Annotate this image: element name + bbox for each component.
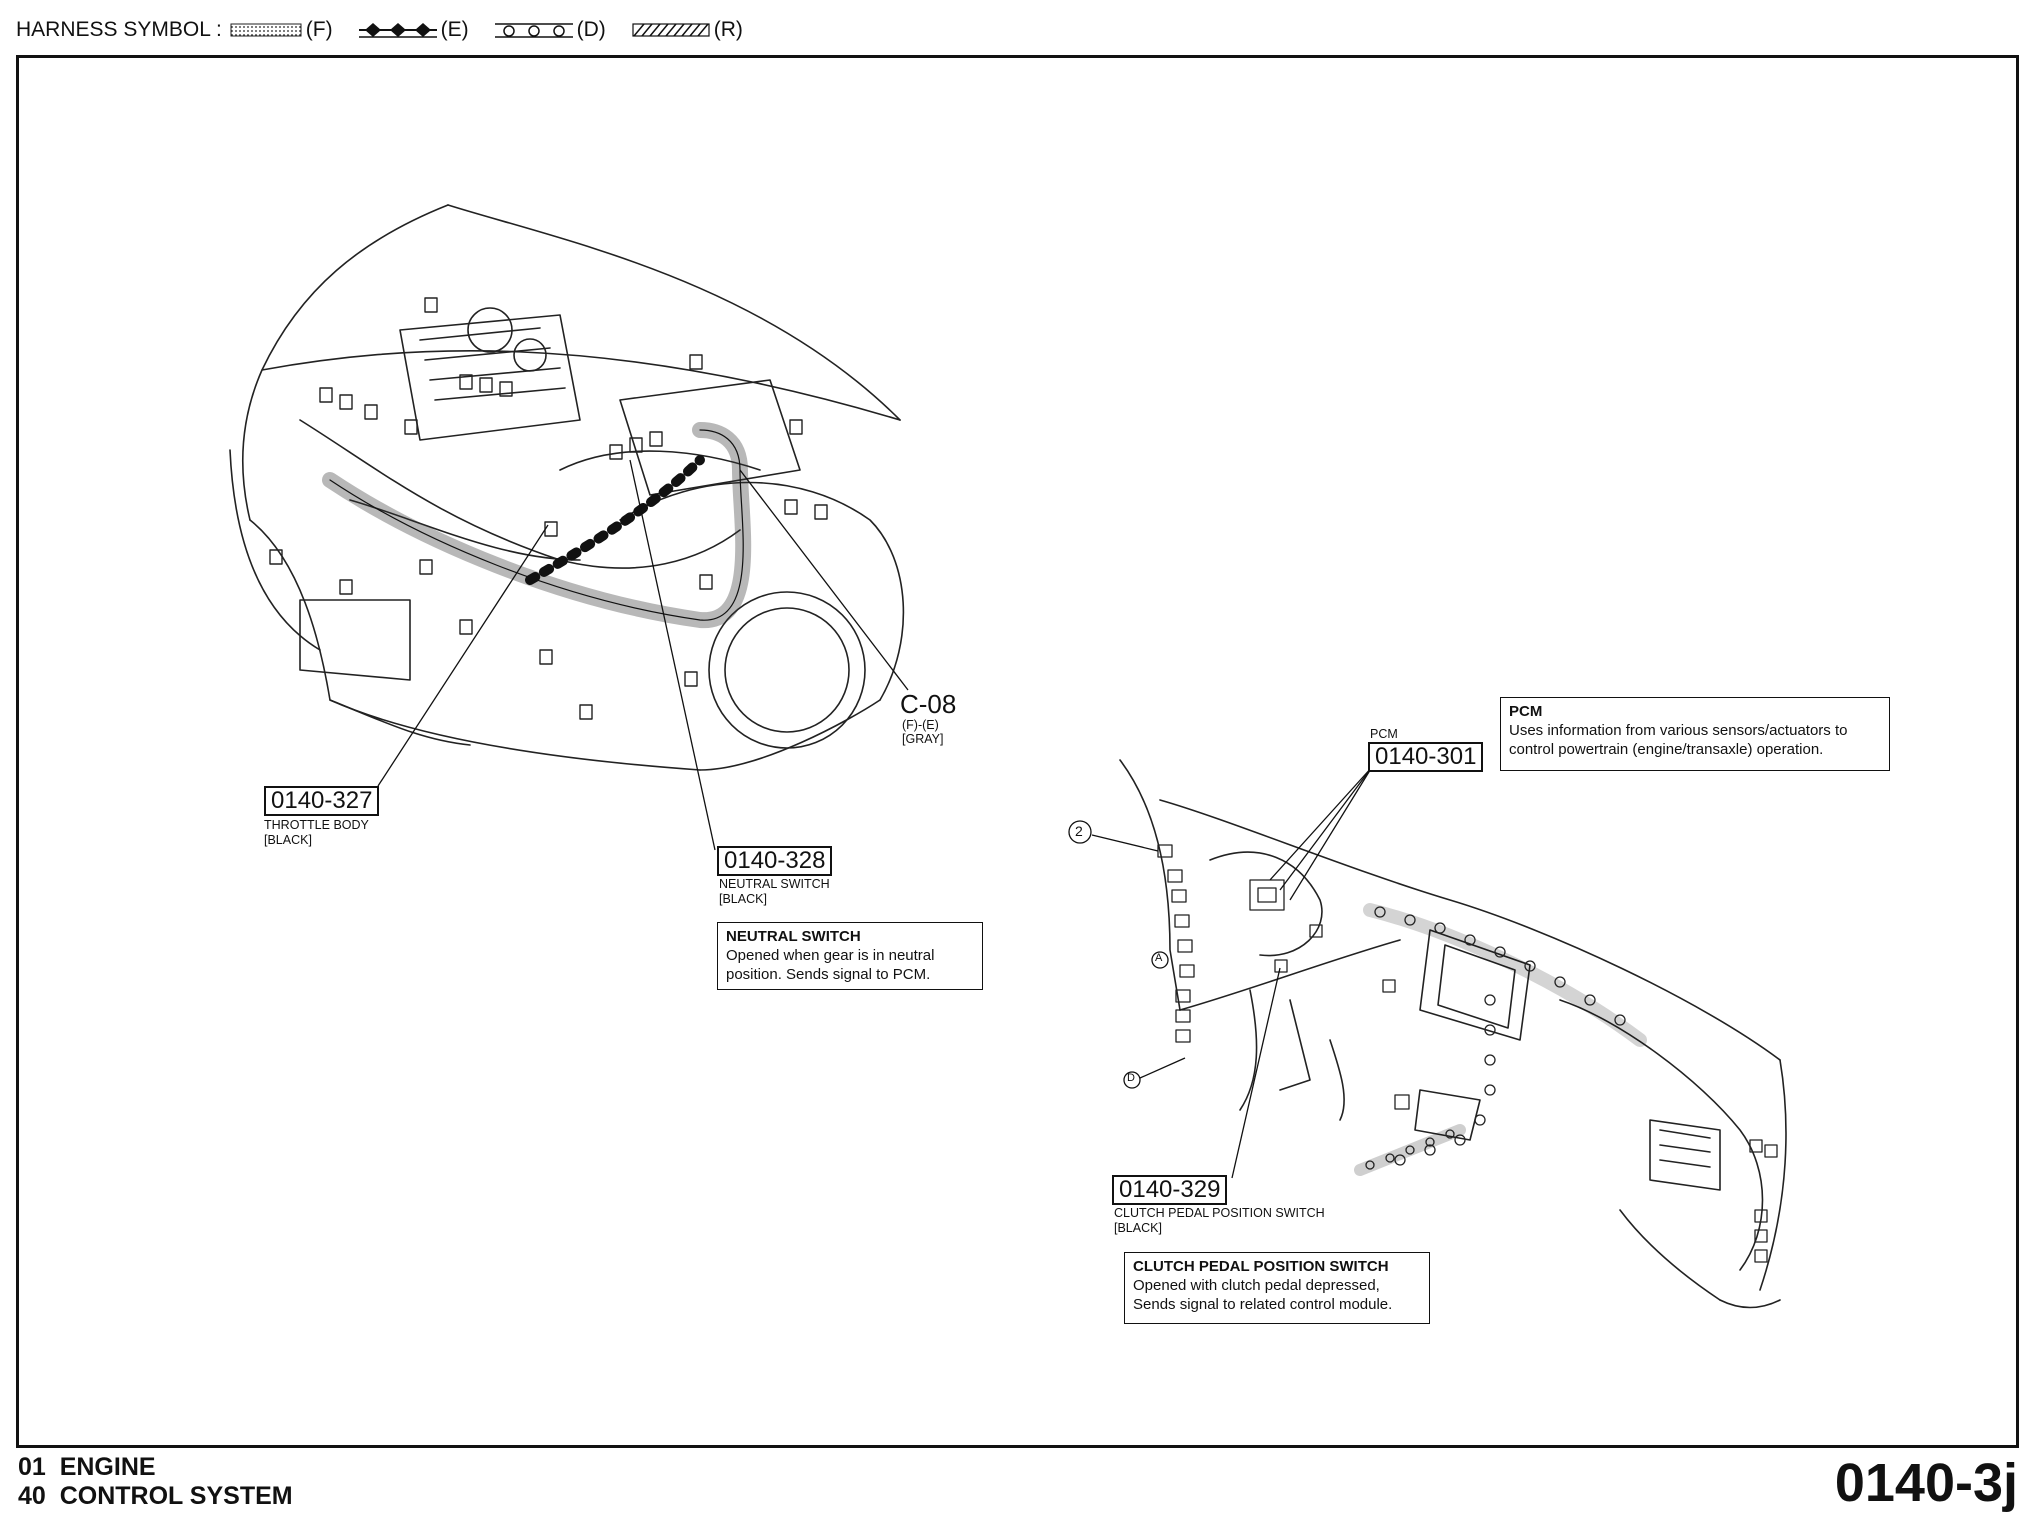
legend-r: (R) <box>713 18 743 41</box>
c08-harness: (F)-(E) <box>902 718 939 732</box>
clutch-switch-title: CLUTCH PEDAL POSITION SWITCH <box>1133 1258 1389 1275</box>
connector-0140-327[interactable]: 0140-327 <box>264 786 380 816</box>
leader-c08 <box>739 469 909 691</box>
connector-0140-328[interactable]: 0140-328 <box>717 846 833 876</box>
clutch-switch-description: CLUTCH PEDAL POSITION SWITCH Opened with… <box>1124 1252 1430 1324</box>
callout-a: A <box>1155 952 1163 964</box>
connector-0140-327-color: [BLACK] <box>264 833 312 847</box>
callout-two-circle <box>1068 820 1092 844</box>
callout-d-circle <box>1123 1071 1141 1089</box>
leader-neutral-switch <box>629 459 716 851</box>
pcm-text: Uses information from various sensors/ac… <box>1509 722 1848 758</box>
pcm-description: PCM Uses information from various sensor… <box>1500 697 1890 771</box>
dashboard-drawing <box>1119 759 1787 1309</box>
neutral-switch-text: Opened when gear is in neutral position.… <box>726 947 935 983</box>
engine-bay-drawing <box>229 204 905 771</box>
connector-0140-328-name: NEUTRAL SWITCH <box>719 877 830 891</box>
leader-callout-d <box>1139 1057 1186 1079</box>
circle-band-icon <box>494 23 573 38</box>
diamond-band-icon <box>358 23 437 38</box>
hatched-band-icon <box>632 23 710 37</box>
callout-a-circle <box>1151 951 1169 969</box>
harness-legend: HARNESS SYMBOL : (F) (E) (D) (R) <box>16 14 761 46</box>
section-footer: 01 ENGINE 40 CONTROL SYSTEM <box>18 1453 293 1511</box>
connector-0140-301[interactable]: 0140-301 <box>1368 742 1484 772</box>
connector-0140-327-name: THROTTLE BODY <box>264 818 369 832</box>
pcm-title: PCM <box>1509 703 1543 720</box>
connector-0140-329-color: [BLACK] <box>1114 1221 1162 1235</box>
neutral-switch-title: NEUTRAL SWITCH <box>726 928 861 945</box>
section-engine: 01 ENGINE <box>18 1453 156 1481</box>
callout-d: D <box>1127 1072 1135 1084</box>
leader-clutch-switch <box>1231 967 1281 1179</box>
c08-code: C-08 <box>900 689 957 719</box>
connector-0140-328-color: [BLACK] <box>719 892 767 906</box>
clutch-switch-text: Opened with clutch pedal depressed, Send… <box>1133 1277 1393 1313</box>
neutral-switch-description: NEUTRAL SWITCH Opened when gear is in ne… <box>717 922 983 990</box>
leader-pcm-b <box>1279 766 1373 891</box>
connector-0140-329[interactable]: 0140-329 <box>1112 1175 1228 1205</box>
legend-d: (D) <box>576 18 606 41</box>
connector-0140-301-name: PCM <box>1370 727 1398 741</box>
legend-prefix: HARNESS SYMBOL : <box>16 18 222 41</box>
c08-color: [GRAY] <box>902 732 944 746</box>
leader-throttle-body <box>377 524 549 787</box>
leader-callout-two <box>1091 834 1159 852</box>
legend-e: (E) <box>440 18 469 41</box>
legend-f: (F) <box>305 18 333 41</box>
leader-pcm-a <box>1269 766 1373 881</box>
page-number: 0140-3j <box>1834 1453 2018 1513</box>
leader-pcm-c <box>1289 766 1373 901</box>
callout-two: 2 <box>1075 823 1083 839</box>
dotted-band-icon <box>230 23 302 37</box>
section-control-system: 40 CONTROL SYSTEM <box>18 1482 293 1510</box>
connector-0140-329-name: CLUTCH PEDAL POSITION SWITCH <box>1114 1206 1325 1220</box>
diagram-frame <box>16 55 2019 1448</box>
